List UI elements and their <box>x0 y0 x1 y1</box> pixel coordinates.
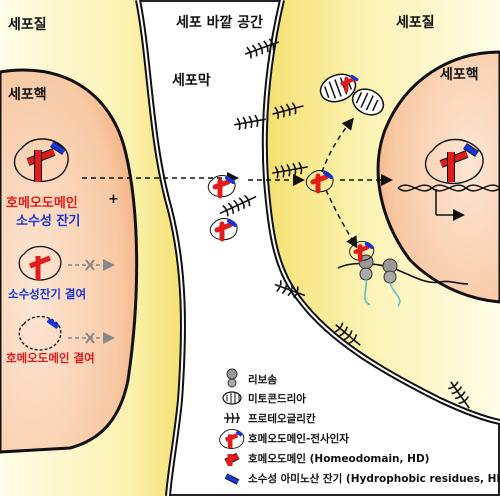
homeodomain-icon <box>224 452 240 466</box>
hydrophobic-icon <box>224 473 240 485</box>
legend-proteoglycan: 프로테오글리칸 <box>248 413 316 425</box>
proteoglycan-icon <box>224 412 240 424</box>
region-cytoplasm-right: 세포질 <box>396 15 435 31</box>
left-nucleus <box>0 68 139 454</box>
tf-homeodomain-missing-glyph <box>18 315 62 351</box>
region-cytoplasm-left: 세포질 <box>8 17 47 33</box>
region-nucleus-right: 세포핵 <box>440 67 479 83</box>
ribosome-icon <box>226 368 238 388</box>
region-extracellular: 세포 바깥 공간 <box>176 15 264 31</box>
mitochondria-icon <box>222 391 242 405</box>
dna-helix <box>397 184 500 215</box>
label-hydrophobic: 소수성 잔기 <box>16 214 81 229</box>
homeodomain-tf-glyph-right <box>424 138 484 185</box>
label-plus: + <box>108 192 119 207</box>
label-hydrophobic-missing: 소수성잔기 결여 <box>8 287 87 301</box>
tf-icon <box>219 429 245 449</box>
legend-ribosome: 리보솜 <box>248 374 277 386</box>
legend-homeodomain: 호메오도메인 (Homeodomain, HD) <box>248 453 430 465</box>
block-cross-marks <box>85 259 95 344</box>
proteoglycan-glyphs <box>219 38 470 409</box>
tf-hydrophobic-missing-glyph <box>18 245 62 281</box>
legend-icons <box>219 368 245 485</box>
label-homeodomain-missing: 호메오도메인 결여 <box>6 351 95 365</box>
homeodomain-tf-glyph-small <box>207 74 375 263</box>
region-membrane: 세포막 <box>172 73 211 89</box>
right-nucleus <box>376 50 500 304</box>
label-homeodomain: 호메오도메인 <box>6 196 78 211</box>
region-nucleus-left: 세포핵 <box>8 87 47 103</box>
legend-tf: 호메오도메인-전사인자 <box>248 433 349 445</box>
legend-mitochondria: 미토콘드리아 <box>248 393 306 405</box>
homeodomain-tf-glyph-large-left <box>13 138 69 183</box>
pathway-arrows <box>82 117 393 249</box>
legend-hydrophobic: 소수성 아미노산 잔기 (Hydrophobic residues, HR) <box>248 473 500 485</box>
